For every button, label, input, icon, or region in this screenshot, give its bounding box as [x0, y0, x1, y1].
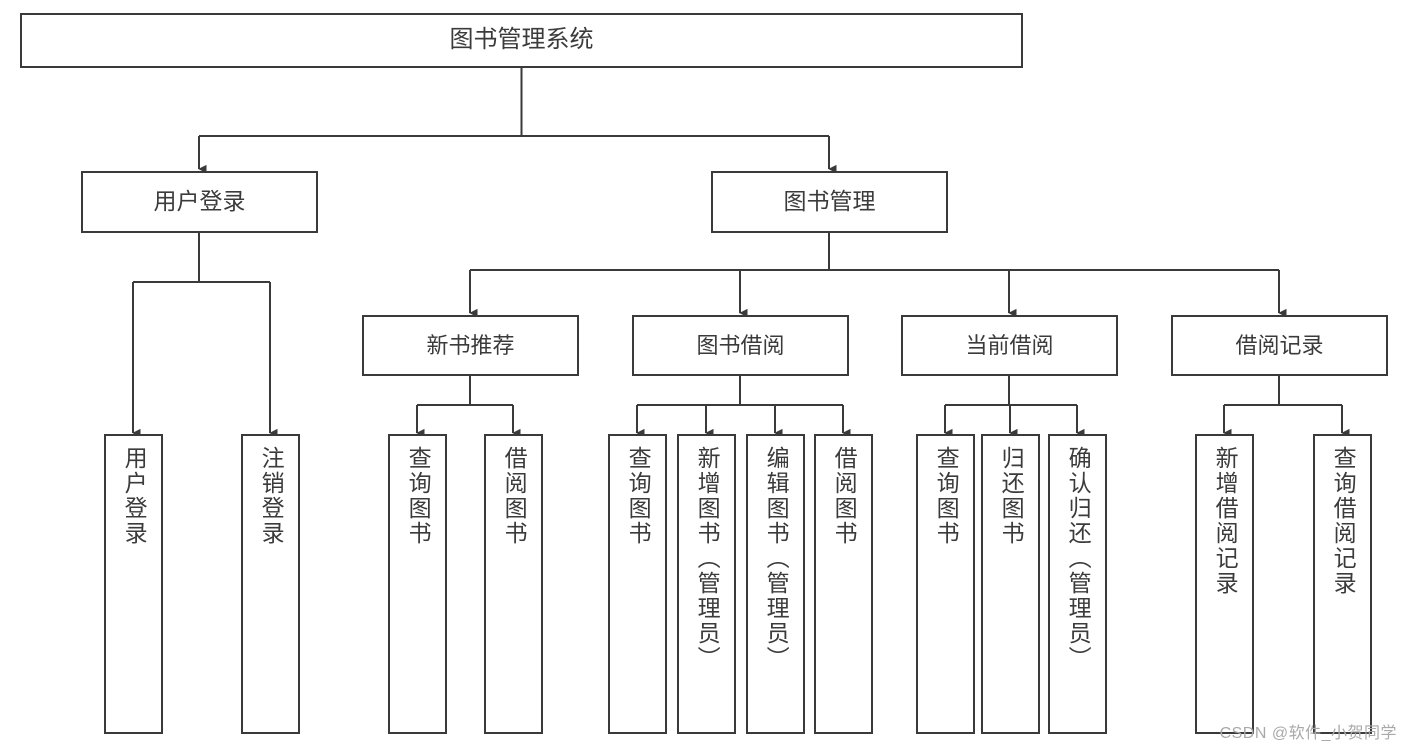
node-user-login[interactable]: 用户登录: [81, 171, 318, 233]
node-current-borrow[interactable]: 当前借阅: [901, 315, 1118, 376]
node-leaf-br-query-record[interactable]: 查询借阅记录: [1313, 434, 1372, 734]
node-label: 借阅图书: [831, 446, 858, 546]
node-book-borrow[interactable]: 图书借阅: [632, 315, 849, 376]
node-leaf-nb-borrow-book[interactable]: 借阅图书: [484, 434, 543, 734]
node-leaf-cb-query-book[interactable]: 查询图书: [916, 434, 975, 734]
node-label: 归还图书: [998, 446, 1025, 546]
node-root-book-management-system[interactable]: 图书管理系统: [20, 13, 1023, 68]
node-label: 确认归还（管理员）: [1065, 446, 1092, 671]
node-label: 新书推荐: [426, 332, 515, 358]
node-leaf-br-add-record[interactable]: 新增借阅记录: [1195, 434, 1254, 734]
node-book-management[interactable]: 图书管理: [711, 171, 948, 233]
node-label: 新增图书（管理员）: [694, 446, 721, 671]
node-leaf-user-login[interactable]: 用户登录: [104, 434, 163, 734]
node-label: 新增借阅记录: [1212, 446, 1239, 596]
node-label: 查询图书: [405, 446, 432, 546]
node-label: 查询借阅记录: [1330, 446, 1357, 596]
node-label: 借阅记录: [1235, 332, 1324, 358]
node-leaf-cb-return-book[interactable]: 归还图书: [981, 434, 1040, 734]
node-leaf-bb-edit-book-admin[interactable]: 编辑图书（管理员）: [746, 434, 805, 734]
node-borrow-record[interactable]: 借阅记录: [1171, 315, 1388, 376]
node-leaf-bb-borrow-book[interactable]: 借阅图书: [814, 434, 873, 734]
node-label: 编辑图书（管理员）: [763, 446, 790, 671]
node-label: 当前借阅: [965, 332, 1054, 358]
node-new-book-recommend[interactable]: 新书推荐: [362, 315, 579, 376]
node-label: 用户登录: [153, 188, 246, 215]
node-leaf-cb-confirm-return-admin[interactable]: 确认归还（管理员）: [1048, 434, 1107, 734]
node-label: 查询图书: [625, 446, 652, 546]
node-leaf-bb-query-book[interactable]: 查询图书: [608, 434, 667, 734]
node-label: 图书管理系统: [449, 26, 594, 54]
node-label: 注销登录: [258, 446, 285, 546]
node-leaf-nb-query-book[interactable]: 查询图书: [388, 434, 447, 734]
node-leaf-bb-add-book-admin[interactable]: 新增图书（管理员）: [677, 434, 736, 734]
node-label: 查询图书: [933, 446, 960, 546]
node-label: 用户登录: [121, 446, 148, 546]
node-leaf-logout[interactable]: 注销登录: [241, 434, 300, 734]
node-label: 图书借阅: [696, 332, 785, 358]
node-label: 图书管理: [783, 188, 876, 215]
node-label: 借阅图书: [501, 446, 528, 546]
